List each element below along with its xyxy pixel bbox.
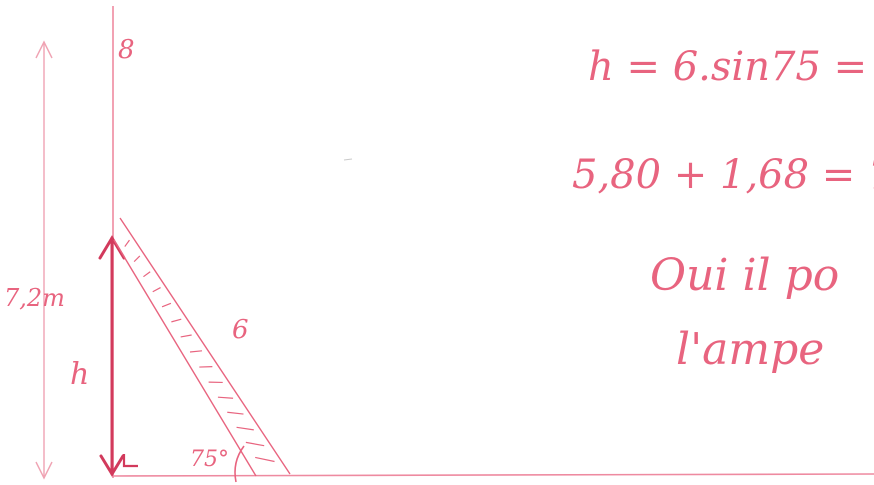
stray-mark bbox=[343, 158, 353, 161]
ladder-outer-rail bbox=[119, 217, 291, 475]
note-line-2: 5,80 + 1,68 = 7 bbox=[572, 152, 874, 198]
note-line-1: h = 6.sin75 = bbox=[588, 44, 867, 90]
ladder-length-label: 6 bbox=[232, 315, 249, 345]
ground-line bbox=[112, 473, 874, 477]
ladder-rung bbox=[152, 287, 161, 293]
ladder-rung bbox=[180, 334, 192, 338]
wall-top-label: 8 bbox=[118, 35, 135, 65]
ladder-rung bbox=[161, 302, 172, 308]
ladder bbox=[113, 217, 291, 477]
ladder-inner-rail bbox=[113, 239, 257, 477]
ladder-rung bbox=[143, 271, 151, 278]
ladder-rung bbox=[236, 426, 254, 431]
height-h-arrow bbox=[98, 235, 126, 477]
angle-arc bbox=[234, 445, 245, 483]
ladder-hatching bbox=[124, 239, 275, 463]
right-angle-mark bbox=[122, 454, 138, 468]
note-line-4: l'ampe bbox=[676, 324, 824, 375]
ladder-rung bbox=[124, 239, 130, 247]
total-height-arrow bbox=[35, 40, 53, 480]
ladder-rung bbox=[171, 318, 182, 323]
ladder-rung bbox=[133, 255, 141, 263]
height-h-label: h bbox=[70, 357, 89, 392]
ladder-rung bbox=[217, 396, 234, 399]
ladder-rung bbox=[227, 411, 244, 415]
total-height-label: 7,2m bbox=[4, 284, 65, 312]
ladder-rung bbox=[255, 456, 275, 463]
ladder-rung bbox=[189, 350, 203, 353]
angle-label: 75° bbox=[190, 447, 229, 472]
note-line-3: Oui il po bbox=[650, 250, 839, 301]
ladder-rung bbox=[245, 441, 265, 447]
